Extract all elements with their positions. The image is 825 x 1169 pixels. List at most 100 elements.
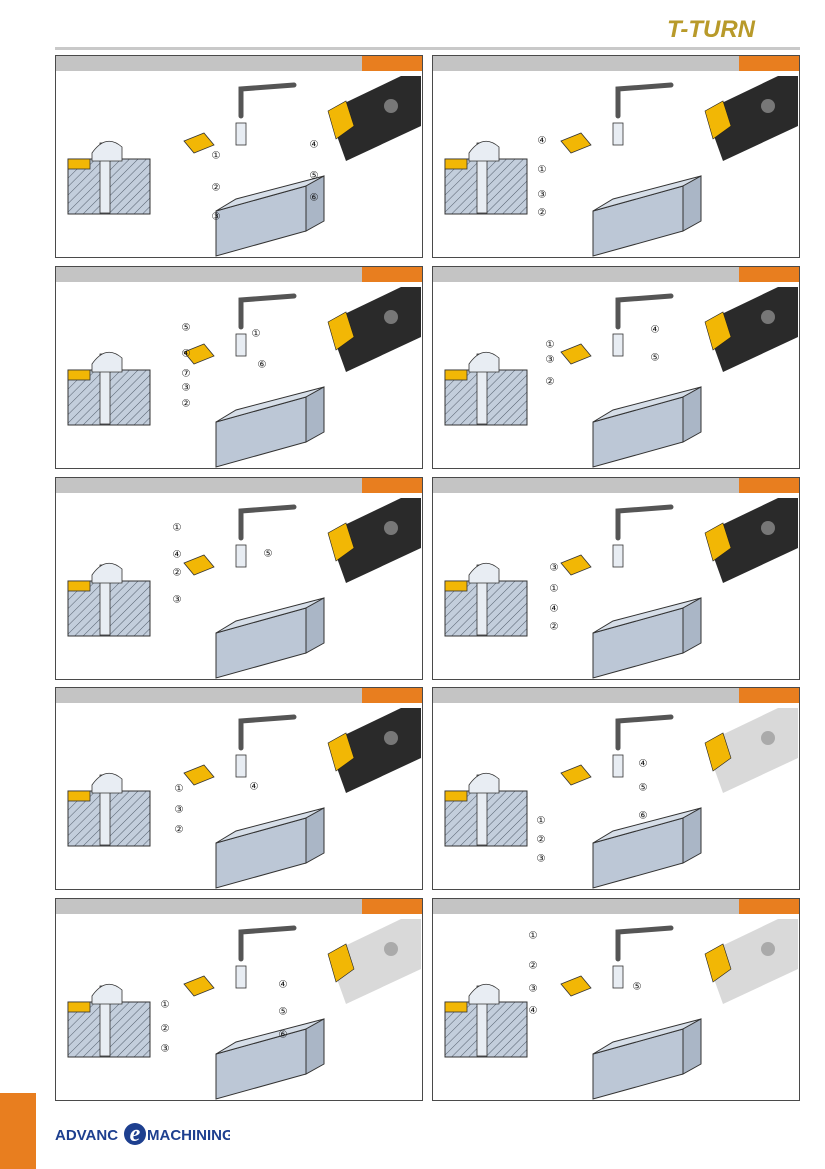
panel-header-bar bbox=[433, 267, 799, 282]
part-number-label: ⑤ bbox=[182, 323, 191, 334]
cross-section-view bbox=[445, 141, 527, 214]
part-number-label: ④ bbox=[651, 325, 660, 336]
tool-holder-photo bbox=[705, 919, 798, 1004]
part-number-label: ⑤ bbox=[639, 783, 648, 794]
exploded-assembly-view bbox=[184, 928, 324, 1099]
part-number-label: ④ bbox=[310, 140, 319, 151]
panel-header-bar bbox=[433, 478, 799, 493]
part-number-label: ⑥ bbox=[258, 360, 267, 371]
part-number-label: ② bbox=[538, 208, 547, 219]
panel-header-bar bbox=[56, 267, 422, 282]
footer-logo-e: e bbox=[130, 1122, 141, 1146]
footer-logo-right: MACHINING bbox=[147, 1127, 230, 1144]
part-number-label: ④ bbox=[529, 1006, 538, 1017]
tool-holder-photo bbox=[328, 498, 421, 583]
panel-header-accent bbox=[362, 478, 422, 493]
part-number-label: ⑤ bbox=[279, 1007, 288, 1018]
part-number-label: ③ bbox=[212, 212, 221, 223]
part-number-label: ② bbox=[175, 825, 184, 836]
tool-holder-photo bbox=[705, 498, 798, 583]
part-number-label: ① bbox=[550, 584, 559, 595]
t-turn-logo: T-TURN bbox=[663, 10, 803, 46]
part-number-label: ② bbox=[212, 183, 221, 194]
part-number-label: ② bbox=[550, 622, 559, 633]
page-edge-tab bbox=[0, 1093, 36, 1169]
tool-holder-photo bbox=[705, 76, 798, 161]
part-number-label: ① bbox=[212, 151, 221, 162]
tool-holder-photo bbox=[705, 708, 798, 793]
panel-header-accent bbox=[739, 688, 799, 703]
panel-header-accent bbox=[739, 267, 799, 282]
panel-header-bar bbox=[56, 899, 422, 914]
cross-section-view bbox=[445, 563, 527, 636]
tool-holder-photo bbox=[705, 287, 798, 372]
panel-header-bar bbox=[56, 688, 422, 703]
panel-header-accent bbox=[739, 56, 799, 71]
part-number-label: ② bbox=[537, 835, 546, 846]
part-number-label: ⑦ bbox=[182, 369, 191, 380]
exploded-assembly-view bbox=[184, 85, 324, 256]
part-number-label: ④ bbox=[182, 349, 191, 360]
part-number-label: ① bbox=[537, 816, 546, 827]
cross-section-view bbox=[445, 984, 527, 1057]
footer-logo-left: ADVANC bbox=[55, 1127, 118, 1144]
panel-header-accent bbox=[362, 899, 422, 914]
exploded-assembly-view bbox=[184, 717, 324, 888]
exploded-assembly-view bbox=[184, 507, 324, 678]
exploded-assembly-view bbox=[561, 717, 701, 888]
advance-machining-logo: ADVANC e MACHINING bbox=[55, 1122, 230, 1146]
tool-holder-photo bbox=[328, 287, 421, 372]
exploded-assembly-view bbox=[184, 296, 324, 467]
cross-section-view bbox=[68, 773, 150, 846]
part-number-label: ④ bbox=[250, 782, 259, 793]
part-number-label: ② bbox=[546, 377, 555, 388]
part-number-label: ⑥ bbox=[310, 193, 319, 204]
exploded-assembly-view bbox=[561, 296, 701, 467]
part-number-label: ④ bbox=[538, 136, 547, 147]
panel-header-bar bbox=[433, 688, 799, 703]
cross-section-view bbox=[68, 352, 150, 425]
part-number-label: ② bbox=[529, 961, 538, 972]
tool-holder-photo bbox=[328, 708, 421, 793]
cross-section-view bbox=[68, 141, 150, 214]
cross-section-view bbox=[445, 773, 527, 846]
exploded-assembly-view bbox=[561, 85, 701, 256]
panel-header-accent bbox=[362, 56, 422, 71]
tool-holder-photo bbox=[328, 76, 421, 161]
panel-header-accent bbox=[739, 478, 799, 493]
part-number-label: ① bbox=[538, 165, 547, 176]
part-number-label: ① bbox=[252, 329, 261, 340]
part-number-label: ③ bbox=[537, 854, 546, 865]
panel-header-bar bbox=[433, 56, 799, 71]
panel-header-bar bbox=[56, 478, 422, 493]
part-number-label: ⑥ bbox=[279, 1030, 288, 1041]
part-number-label: ② bbox=[173, 568, 182, 579]
panel-header-bar bbox=[56, 56, 422, 71]
part-number-label: ⑤ bbox=[264, 549, 273, 560]
cross-section-view bbox=[68, 563, 150, 636]
panel-header-accent bbox=[739, 899, 799, 914]
part-number-label: ④ bbox=[550, 604, 559, 615]
part-number-label: ① bbox=[161, 1000, 170, 1011]
part-number-label: ③ bbox=[175, 805, 184, 816]
part-number-label: ⑤ bbox=[651, 353, 660, 364]
part-number-label: ⑥ bbox=[639, 811, 648, 822]
part-number-label: ② bbox=[161, 1024, 170, 1035]
panel-header-bar bbox=[433, 899, 799, 914]
